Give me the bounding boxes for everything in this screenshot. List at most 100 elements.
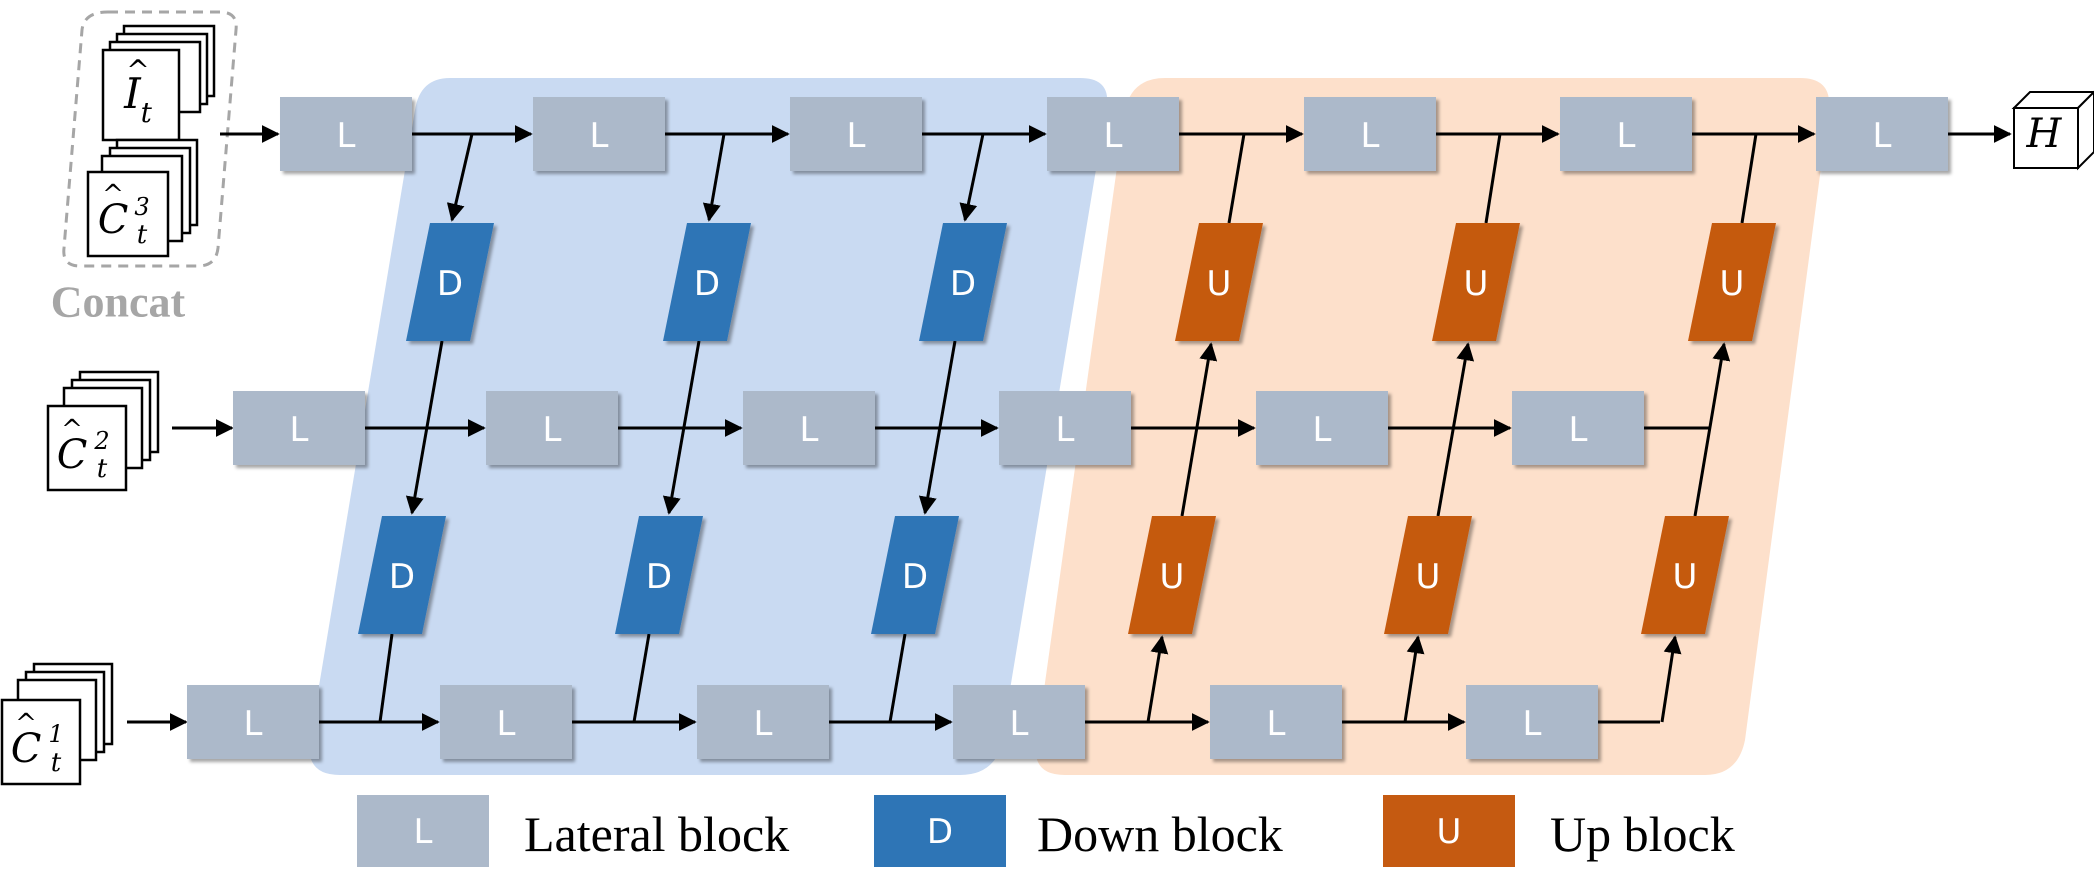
input-image-accent: ^: [126, 54, 149, 87]
legend-down-symbol: D: [927, 812, 953, 852]
down-block-top-1-shape: [406, 223, 494, 341]
concat-label: Concat: [51, 278, 186, 327]
lateral-block-r2-1-box: [233, 391, 365, 465]
down-block-top-2-shape: [663, 223, 751, 341]
input-feature-3-sup: 3: [134, 193, 149, 221]
down-block-bottom-3-label: D: [902, 557, 928, 597]
down-block-top-1-label: D: [437, 264, 463, 304]
down-branch-top-1: [446, 133, 474, 222]
up-link-3: [1693, 342, 1731, 517]
input-feature-2-sub: t: [97, 454, 108, 484]
up-block-bottom-1-shape: [1128, 516, 1216, 634]
up-block-bottom-3: U: [1641, 516, 1729, 634]
lateral-block-r2-2-label: L: [543, 410, 562, 450]
up-block-top-1: U: [1175, 223, 1263, 341]
down-link-3: [918, 340, 957, 515]
lateral-block-r2-5: L: [1256, 391, 1388, 465]
lateral-block-r3-2-box: [440, 685, 572, 759]
lateral-block-r1-7-box: [1816, 97, 1948, 171]
lateral-block-r3-3: L: [697, 685, 829, 759]
lateral-block-r3-5-box: [1210, 685, 1342, 759]
lateral-block-r3-2: L: [440, 685, 572, 759]
legend-up-swatch: [1383, 795, 1515, 867]
legend-down-text: Down block: [1037, 806, 1283, 862]
lateral-block-r2-5-box: [1256, 391, 1388, 465]
lateral-block-r2-2: L: [486, 391, 618, 465]
up-block-bottom-2-shape: [1384, 516, 1472, 634]
up-block-bottom-2: U: [1384, 516, 1472, 634]
lateral-block-r2-4: L: [999, 391, 1131, 465]
lateral-block-r3-5-label: L: [1267, 704, 1286, 744]
up-block-bottom-1-label: U: [1160, 557, 1185, 597]
input-feature-3-accent: ^: [102, 180, 124, 210]
lateral-block-r1-1-box: [280, 97, 412, 171]
lateral-block-r1-2: L: [533, 97, 665, 171]
connections: [127, 125, 2012, 731]
lateral-block-r3-3-label: L: [754, 704, 773, 744]
up-block-top-1-shape: [1175, 223, 1263, 341]
lateral-block-r2-2-box: [486, 391, 618, 465]
lateral-block-r1-6-label: L: [1617, 116, 1636, 156]
lateral-block-r3-3-box: [697, 685, 829, 759]
legend: L Lateral block D Down block U Up block: [357, 795, 1735, 867]
lateral-block-r3-1: L: [187, 685, 319, 759]
lateral-block-r2-3-label: L: [800, 410, 819, 450]
down-block-top-2-label: D: [694, 264, 720, 304]
input-image-stack: It ^: [101, 24, 216, 142]
lateral-block-r1-5: L: [1304, 97, 1436, 171]
up-merge-top-2: [1484, 133, 1502, 224]
input-feature-3-stack: C ^ 3 t: [86, 138, 199, 258]
down-block-bottom-1-label: D: [389, 557, 415, 597]
down-link-2: [662, 340, 701, 515]
lateral-block-r3-1-label: L: [244, 704, 263, 744]
lateral-block-r1-3: L: [790, 97, 922, 171]
up-block-bottom-1: U: [1128, 516, 1216, 634]
lateral-block-r2-4-label: L: [1056, 410, 1075, 450]
lateral-block-r1-5-label: L: [1361, 116, 1380, 156]
lateral-block-r2-3: L: [743, 391, 875, 465]
up-merge-top-1: [1227, 133, 1246, 224]
down-block-bottom-3: D: [871, 516, 959, 634]
lateral-block-r3-2-label: L: [497, 704, 516, 744]
up-block-top-1-label: U: [1207, 264, 1232, 304]
up-block-top-3-shape: [1688, 223, 1776, 341]
legend-up-text: Up block: [1550, 806, 1735, 862]
down-block-top-3: D: [919, 223, 1007, 341]
down-block-bottom-2: D: [615, 516, 703, 634]
lateral-block-r1-6: L: [1560, 97, 1692, 171]
down-branch-top-2: [702, 133, 726, 222]
input-feature-1-accent: ^: [15, 709, 37, 739]
lateral-block-r2-6-label: L: [1569, 410, 1588, 450]
down-branch-top-3: [959, 133, 985, 222]
legend-up-symbol: U: [1437, 812, 1462, 852]
lateral-block-r1-4-label: L: [1104, 116, 1123, 156]
down-block-bottom-2-shape: [615, 516, 703, 634]
down-merge-bottom-3: [888, 633, 907, 723]
input-feature-1-label: C: [11, 726, 42, 772]
down-block-bottom-1: D: [358, 516, 446, 634]
output-label: H: [2026, 111, 2063, 157]
down-block-top-2: D: [663, 223, 751, 341]
lateral-block-r1-3-box: [790, 97, 922, 171]
up-link-1: [1180, 342, 1218, 517]
output-cube: H: [2011, 90, 2094, 171]
lateral-block-r1-3-label: L: [847, 116, 866, 156]
legend-down-swatch: [874, 795, 1006, 867]
legend-lateral-text: Lateral block: [524, 806, 789, 862]
legend-lateral-swatch: [357, 795, 489, 867]
lateral-block-r1-6-box: [1560, 97, 1692, 171]
down-block-top-3-label: D: [950, 264, 976, 304]
input-feature-2-stack: C ^ 2 t: [46, 370, 160, 492]
lateral-block-r2-1: L: [233, 391, 365, 465]
down-merge-bottom-1: [378, 633, 394, 723]
lateral-block-r3-4-label: L: [1010, 704, 1029, 744]
lateral-block-r1-5-box: [1304, 97, 1436, 171]
lateral-block-r1-7: L: [1816, 97, 1948, 171]
lateral-block-r2-3-box: [743, 391, 875, 465]
lateral-block-r2-6-box: [1512, 391, 1644, 465]
input-feature-1-stack: C ^ 1 t: [0, 662, 114, 786]
up-branch-bottom-1: [1146, 635, 1169, 723]
input-feature-3-label: C: [98, 197, 129, 243]
